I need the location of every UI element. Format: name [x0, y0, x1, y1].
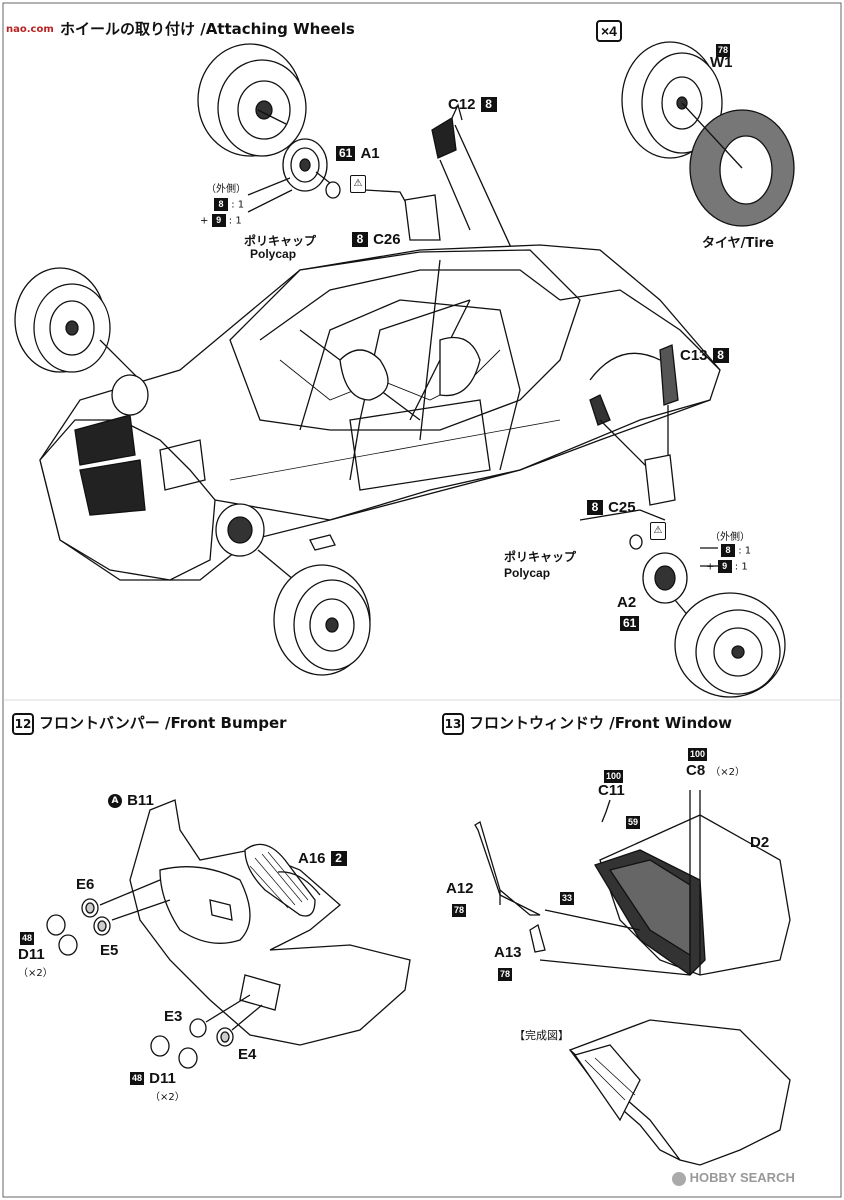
- grille-a16: [244, 843, 321, 917]
- d11-bottom-label: 48 D11: [130, 1070, 176, 1087]
- a2-label: A2: [617, 594, 637, 611]
- polycap-jp-top: ポリキャップ: [244, 234, 317, 248]
- chip-59: 59: [626, 816, 641, 829]
- mix-ratio-a: 8 : 1: [214, 198, 244, 211]
- watermark-bottom: HOBBY SEARCH: [672, 1170, 795, 1186]
- c26-label: 8 C26: [352, 229, 401, 248]
- wheel-left: [14, 267, 111, 373]
- d11-top-count: （×2）: [18, 968, 53, 979]
- e5-label: E5: [100, 942, 119, 959]
- mix-ratio-a-2: 8 : 1: [721, 544, 751, 557]
- d11-top-chip: 48: [20, 932, 35, 945]
- completed-label: 【完成図】: [514, 1029, 569, 1042]
- mix-ratio-b-2: + 9 : 1: [706, 560, 748, 573]
- wheel-bottom-right: [674, 592, 786, 698]
- w1-label: W1: [710, 54, 733, 71]
- completed-view: [568, 1019, 791, 1166]
- c25-label: 8 C25: [587, 497, 636, 516]
- a16-label: A16 2: [298, 848, 347, 867]
- outer-side-label-2: （外側）: [710, 532, 750, 543]
- watermark-logo-icon: [672, 1171, 686, 1186]
- c12-label: C12 8: [448, 94, 497, 113]
- b11-label: A B11: [108, 790, 154, 809]
- c11-label: C11: [598, 782, 625, 799]
- a12-label: A12: [446, 880, 474, 897]
- e4-label: E4: [238, 1046, 257, 1063]
- polycap-en-top: Polycap: [250, 247, 297, 261]
- w1-paint-chip: 78: [716, 44, 731, 57]
- wheel-bottom: [273, 564, 371, 676]
- polycap-en-bottom: Polycap: [504, 566, 551, 580]
- mix-ratio-b: + 9 : 1: [200, 214, 242, 227]
- front-grille: [74, 414, 136, 466]
- wipers: [474, 821, 691, 976]
- c13-label: C13 8: [680, 345, 729, 364]
- grease-icon-2: ⚠: [650, 522, 666, 540]
- a12-paint-chip: 78: [452, 904, 467, 917]
- chip-33: 33: [560, 892, 575, 905]
- c8-paint-chip: 100: [688, 748, 708, 761]
- d11-top-label: D11: [18, 946, 45, 963]
- d11-bottom-count: （×2）: [150, 1092, 185, 1103]
- a13-paint-chip: 78: [498, 968, 513, 981]
- c11-paint-chip: 100: [604, 770, 624, 783]
- brake-disc-a1: [282, 138, 328, 192]
- wheel-qty-badge: ×4: [596, 20, 622, 42]
- a2-paint-chip: 61: [620, 613, 640, 632]
- tire-label: タイヤ/Tire: [702, 236, 774, 251]
- a13-label: A13: [494, 944, 522, 961]
- polycap-jp-bottom: ポリキャップ: [504, 550, 577, 564]
- bumper-b11: [129, 799, 411, 1046]
- outer-side-label: （外側）: [206, 184, 246, 195]
- step11-title: ホイールの取り付け /Attaching Wheels: [60, 20, 355, 38]
- a1-label: 61 A1: [336, 143, 380, 162]
- watermark-top: nao.com: [6, 24, 54, 35]
- e3-label: E3: [164, 1008, 183, 1025]
- window-d2: [594, 814, 791, 976]
- d2-label: D2: [750, 834, 770, 851]
- grease-icon: ⚠: [350, 175, 366, 193]
- c8-label: C8 （×2）: [686, 762, 746, 779]
- e6-label: E6: [76, 876, 95, 893]
- wheel-top-left: [197, 43, 307, 157]
